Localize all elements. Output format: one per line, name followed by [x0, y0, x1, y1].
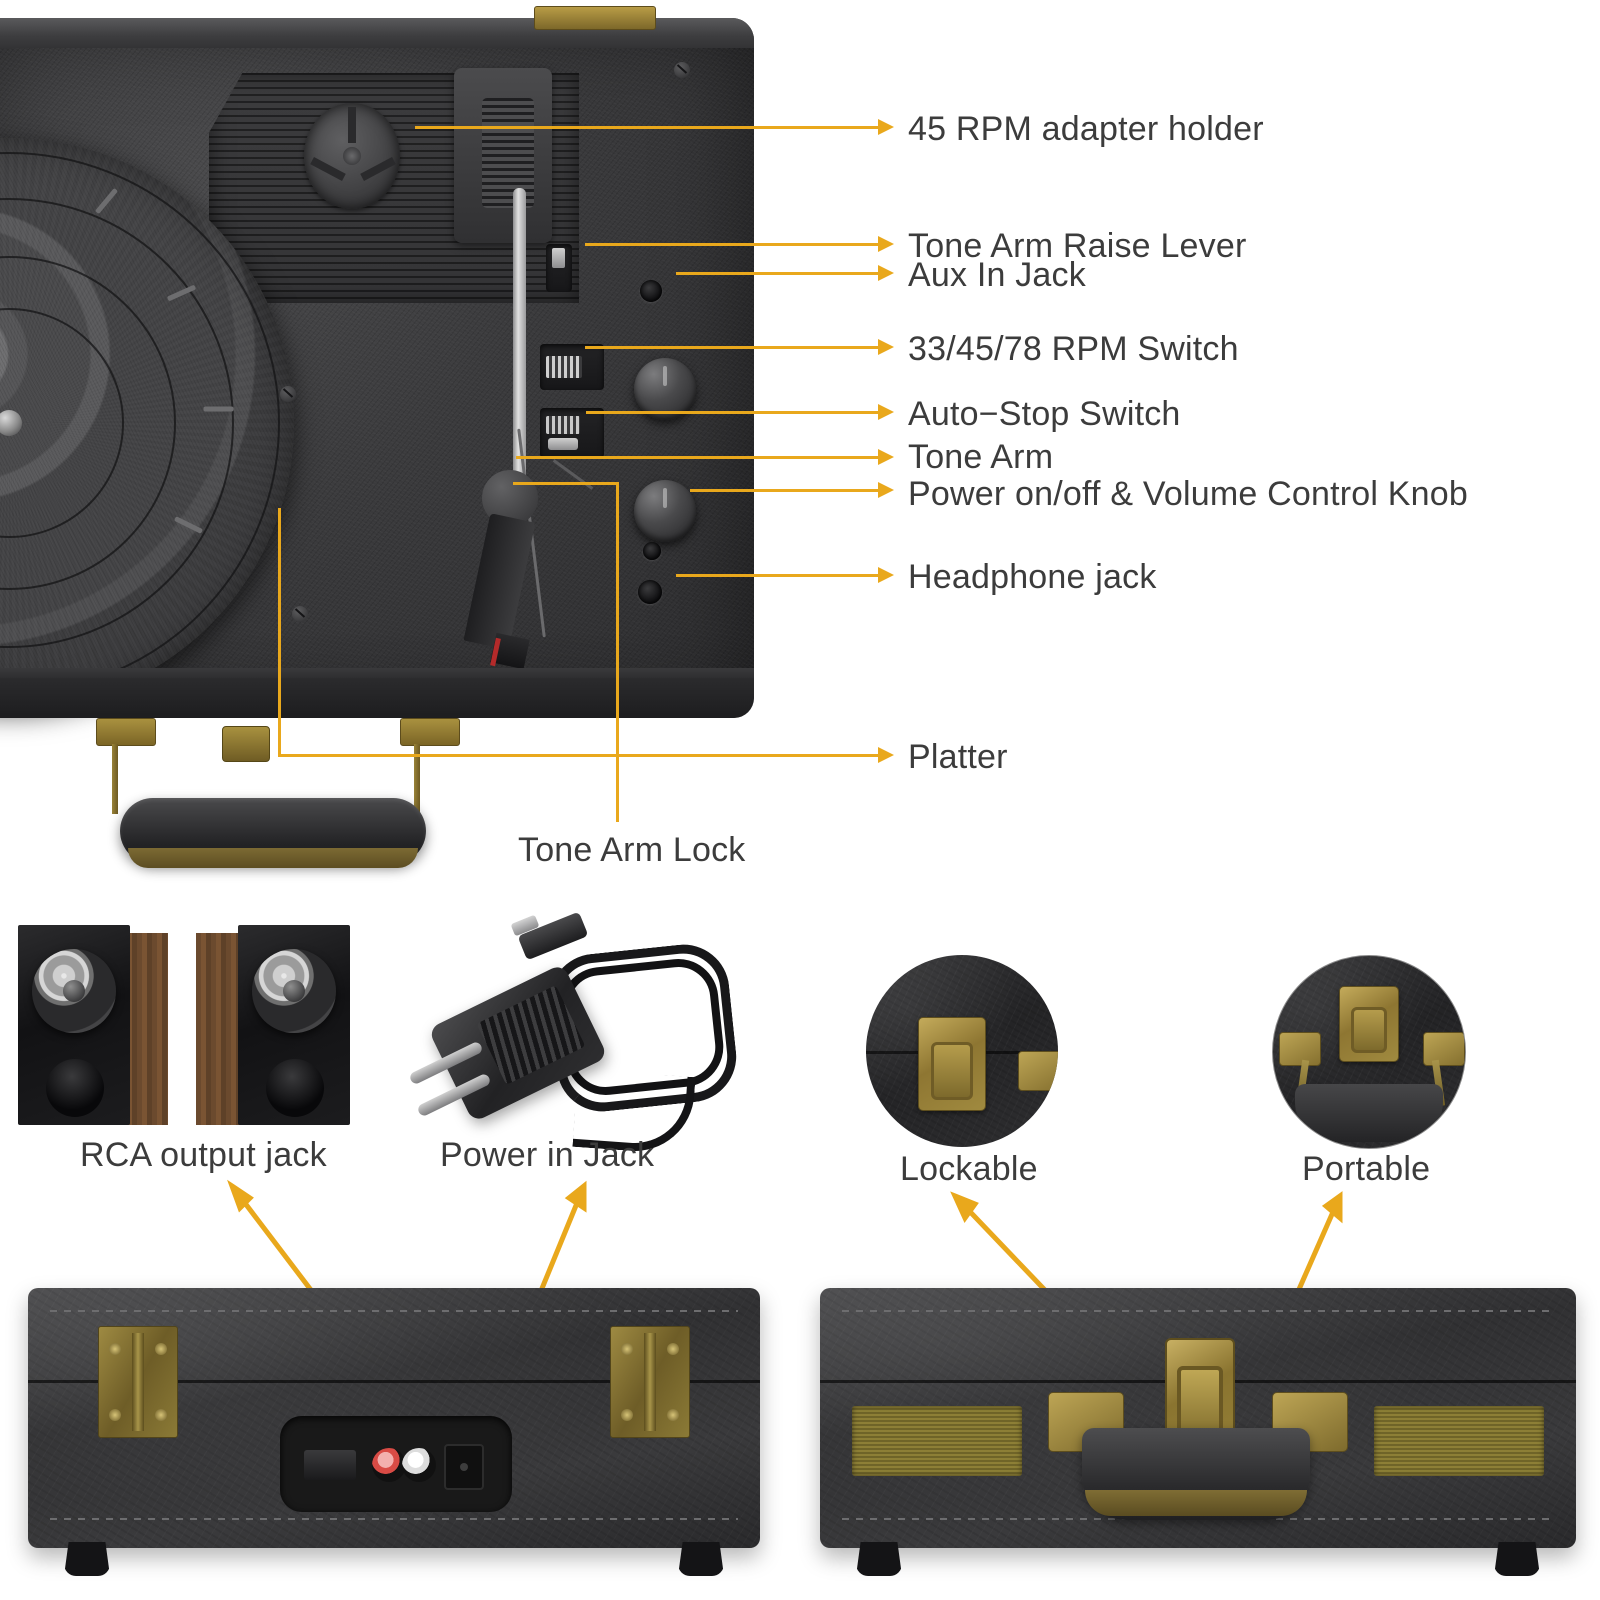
- io-panel: [280, 1416, 512, 1512]
- arrow-adapter-holder: [878, 119, 894, 135]
- case-hinge-icon: [96, 718, 156, 746]
- leader-line-tone-arm-lock-horizontal: [513, 482, 619, 485]
- callout-portable: Portable: [1302, 1150, 1431, 1188]
- rca-jack-right[interactable]: [372, 1448, 406, 1482]
- leader-line-headphone: [676, 574, 878, 577]
- callout-tone-arm: Tone Arm: [908, 438, 1054, 476]
- platter-spindle: [0, 410, 22, 436]
- case-front-image: [820, 1288, 1576, 1576]
- speaker-left: [18, 925, 168, 1125]
- speaker-port: [266, 1059, 324, 1117]
- arrow-rpm-switch: [878, 339, 894, 355]
- speaker-grille-left: [852, 1406, 1022, 1476]
- auto-stop-switch[interactable]: [546, 416, 580, 434]
- portable-inset-image: [1272, 955, 1466, 1149]
- leader-line-adapter-holder: [415, 126, 878, 129]
- callout-auto-stop: Auto−Stop Switch: [908, 395, 1181, 433]
- speaker-port: [46, 1059, 104, 1117]
- case-hinge-icon: [610, 1326, 690, 1438]
- leader-line-tone-arm: [516, 456, 878, 459]
- headphone-jack[interactable]: [638, 580, 662, 604]
- handle-icon: [1295, 1084, 1443, 1142]
- arrow-tone-arm: [878, 449, 894, 465]
- handle-base-plate: [128, 848, 418, 868]
- brass-lock-icon: [1018, 1051, 1058, 1091]
- arrow-aux-in: [878, 265, 894, 281]
- rpm-switch[interactable]: [546, 356, 582, 378]
- handle-base-plate: [1085, 1490, 1307, 1516]
- leader-line-aux-in: [676, 272, 878, 275]
- speaker-woofer: [32, 949, 116, 1033]
- arrow-power-volume: [878, 482, 894, 498]
- case-foot: [64, 1542, 110, 1576]
- arrow-platter: [878, 747, 894, 763]
- leader-line-platter-horizontal: [278, 754, 878, 757]
- leader-line-tone-arm-lock-vertical: [616, 482, 619, 822]
- speed-selector-knob[interactable]: [634, 358, 696, 420]
- lid-hinge-icon: [534, 6, 656, 30]
- callout-rpm-switch: 33/45/78 RPM Switch: [908, 330, 1239, 368]
- speaker-woofer: [252, 949, 336, 1033]
- handle-arm-right: [414, 744, 420, 814]
- rca-jack-left[interactable]: [402, 1448, 436, 1482]
- case-foot: [678, 1542, 724, 1576]
- speaker-grille-right: [1374, 1406, 1544, 1476]
- indicator-led: [643, 542, 661, 560]
- speaker-right: [196, 925, 350, 1125]
- case-center-latch: [222, 726, 270, 762]
- callout-tone-arm-raise: Tone Arm Raise Lever: [908, 227, 1247, 265]
- callout-aux-in: Aux In Jack: [908, 256, 1086, 294]
- tone-arm-rod: [513, 188, 526, 488]
- tone-arm-raise-lever[interactable]: [552, 248, 565, 268]
- chassis-screw-icon: [280, 386, 296, 402]
- brass-latch-icon: [918, 1017, 986, 1111]
- leader-line-auto-stop: [586, 411, 878, 414]
- callout-headphone: Headphone jack: [908, 558, 1157, 596]
- speakers-image: [18, 925, 393, 1140]
- brass-latch-icon: [1339, 986, 1399, 1062]
- lockable-inset-image: [866, 955, 1058, 1147]
- brass-bracket-icon: [1423, 1032, 1465, 1066]
- aux-in-jack[interactable]: [640, 280, 662, 302]
- adapter-holder-disc: [304, 103, 400, 209]
- callout-adapter-holder: 45 RPM adapter holder: [908, 110, 1264, 148]
- case-edge: [0, 668, 754, 678]
- turntable-image: [0, 6, 754, 718]
- brass-bracket-icon: [1279, 1032, 1321, 1066]
- case-foot: [1494, 1542, 1540, 1576]
- power-volume-knob[interactable]: [634, 480, 696, 542]
- case-foot: [856, 1542, 902, 1576]
- case-hinge-icon: [400, 718, 460, 746]
- callout-rca-output: RCA output jack: [80, 1136, 327, 1174]
- callout-power-volume: Power on/off & Volume Control Knob: [908, 475, 1468, 513]
- arrow-auto-stop: [878, 404, 894, 420]
- leader-line-tone-arm-raise: [585, 243, 878, 246]
- leader-line-rpm-switch: [585, 346, 878, 349]
- callout-power-in: Power in Jack: [440, 1136, 655, 1174]
- auto-stop-slider[interactable]: [548, 438, 578, 450]
- callout-lockable: Lockable: [900, 1150, 1038, 1188]
- tonearm-rest-grille: [482, 98, 534, 208]
- leader-line-platter-vertical: [278, 508, 281, 756]
- power-switch[interactable]: [304, 1450, 356, 1480]
- arrow-headphone: [878, 567, 894, 583]
- chassis-screw-icon: [674, 62, 690, 78]
- callout-platter: Platter: [908, 738, 1008, 776]
- handle-arm-left: [112, 744, 118, 814]
- arrow-tone-arm-raise: [878, 236, 894, 252]
- power-adapter-image: [405, 905, 741, 1156]
- case-bottom-edge: [0, 678, 754, 718]
- leader-line-power-volume: [690, 489, 878, 492]
- case-rear-image: [28, 1288, 760, 1576]
- dc-power-in-jack[interactable]: [444, 1444, 484, 1490]
- chassis-screw-icon: [292, 606, 308, 622]
- case-hinge-icon: [98, 1326, 178, 1438]
- callout-tone-arm-lock: Tone Arm Lock: [518, 831, 746, 869]
